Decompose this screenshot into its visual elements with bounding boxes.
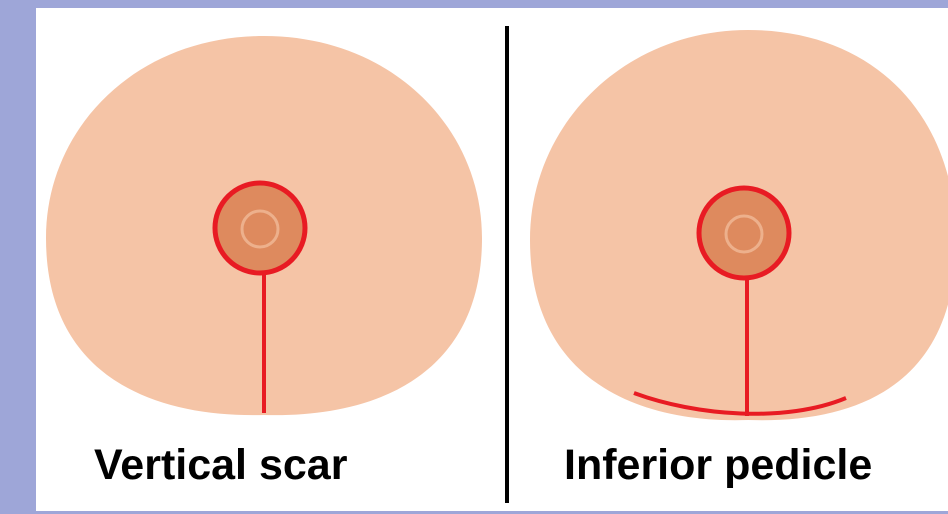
inferior-pedicle-illustration (530, 30, 948, 420)
areola-right (699, 188, 789, 278)
caption-vertical-scar: Vertical scar (94, 444, 347, 487)
comparison-diagram (36, 8, 948, 511)
vertical-scar-illustration (46, 36, 482, 415)
areola-left (215, 183, 305, 273)
diagram-panel: Vertical scar Inferior pedicle (36, 8, 948, 511)
caption-inferior-pedicle: Inferior pedicle (564, 444, 872, 487)
